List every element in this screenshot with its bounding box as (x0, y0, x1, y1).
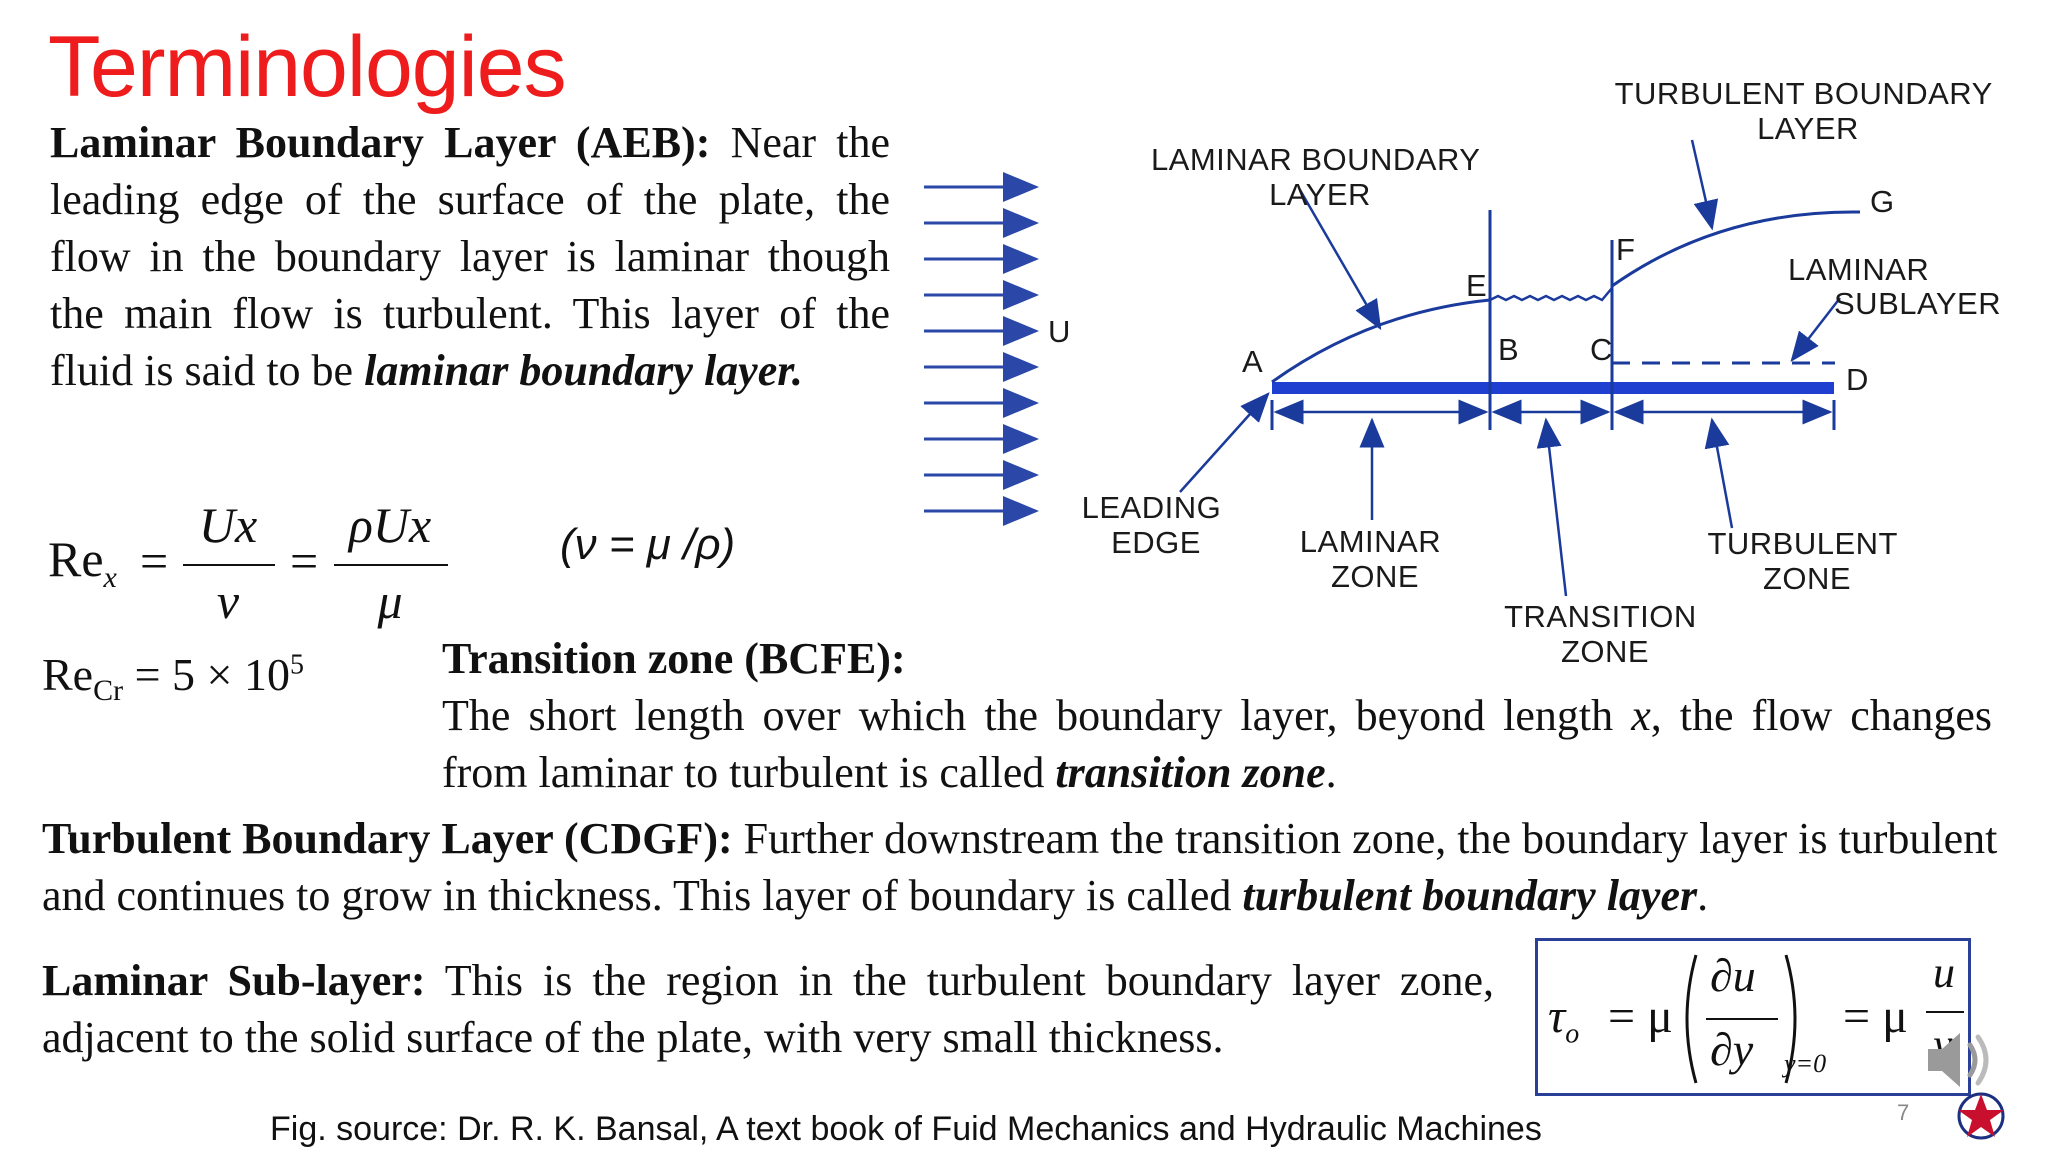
turbulent-boundary-curve (1611, 210, 1861, 288)
point-c-label: C (1590, 332, 1613, 367)
frac2-numerator: ρUx (348, 497, 432, 553)
point-g-label: G (1870, 184, 1895, 219)
speaker-icon[interactable] (1922, 1025, 2002, 1095)
equals-sign-2: = (290, 533, 319, 589)
laminar-sublayer-paragraph: Laminar Sub-layer: This is the region in… (42, 956, 1494, 1062)
nu-definition: (ν = μ /ρ) (560, 520, 736, 569)
frac1-bar (183, 564, 275, 566)
transition-zone-paragraph: The short length over which the boundary… (442, 691, 1993, 797)
laminar-sublayer-label: LAMINAR SUBLAYER (1788, 252, 2001, 321)
transition-zone-label: TRANSITION ZONE (1504, 599, 1706, 669)
tau-symbol: τo (1548, 990, 1580, 1050)
laminar-boundary-layer-label: LAMINAR BOUNDARY LAYER (1151, 142, 1489, 212)
laminar-boundary-curve (1271, 298, 1491, 384)
figure-source-caption: Fig. source: Dr. R. K. Bansal, A text bo… (270, 1110, 1542, 1148)
frac2-bar (334, 564, 448, 566)
laminar-text: Near the leading edge of the surface of … (50, 118, 890, 395)
laminar-zone-label: LAMINAR ZONE (1300, 524, 1450, 594)
laminar-emphasis: laminar boundary layer. (364, 346, 803, 395)
equals-mu-1: = μ (1608, 990, 1673, 1043)
leading-edge-label: LEADING EDGE (1082, 490, 1231, 560)
evaluation-subscript: y=0 (1784, 1049, 1827, 1078)
turbulent-boundary-layer-paragraph: Turbulent Boundary Layer (CDGF): Further… (42, 814, 1998, 920)
point-a-label: A (1242, 344, 1263, 379)
flat-plate (1272, 382, 1834, 394)
derivative-parentheses (1685, 954, 1797, 1084)
critical-reynolds: ReCr = 5 × 105 (42, 649, 304, 708)
frac1-numerator: Ux (198, 497, 258, 553)
u-over-y-bar (1926, 1011, 1964, 1013)
slide-title: Terminologies (48, 19, 567, 115)
u-numerator: u (1933, 948, 1955, 997)
point-d-label: D (1846, 362, 1869, 397)
flow-arrows (924, 172, 1039, 526)
laminar-heading: Laminar Boundary Layer (AEB): (50, 118, 711, 167)
point-b-label: B (1498, 332, 1519, 367)
laminar-boundary-layer-paragraph: Laminar Boundary Layer (AEB): Near the l… (50, 114, 890, 399)
turbulent-boundary-layer-label: TURBULENT BOUNDARY LAYER (1615, 76, 2002, 146)
frac2-denominator: μ (377, 573, 403, 629)
dy-denominator: ∂y (1710, 1024, 1754, 1075)
transition-zone-heading: Transition zone (BCFE): (442, 634, 906, 683)
free-stream-velocity-label: U (1048, 314, 1071, 349)
equals-sign-1: = (140, 533, 169, 589)
reynolds-equation: Rex = Ux ν = ρUx μ (48, 497, 448, 640)
equals-mu-2: = μ (1843, 990, 1908, 1043)
shear-stress-equation-box: τo = μ ∂u ∂y y=0 = μ u y (1535, 938, 1971, 1096)
frac1-denominator: ν (216, 573, 240, 629)
star-logo (1955, 1090, 2007, 1142)
point-e-label: E (1466, 268, 1487, 303)
page-number: 7 (1897, 1100, 1910, 1125)
re-x-label: Rex (48, 531, 117, 594)
point-f-label: F (1616, 232, 1635, 267)
turbulent-zone-label: TURBULENT ZONE (1707, 526, 1906, 596)
boundary-layer-diagram: U A B C D E F G TURBULENT BOUNDARY LAYER… (924, 76, 2002, 669)
du-numerator: ∂u (1710, 950, 1756, 1001)
transition-wavy-curve (1489, 287, 1613, 302)
